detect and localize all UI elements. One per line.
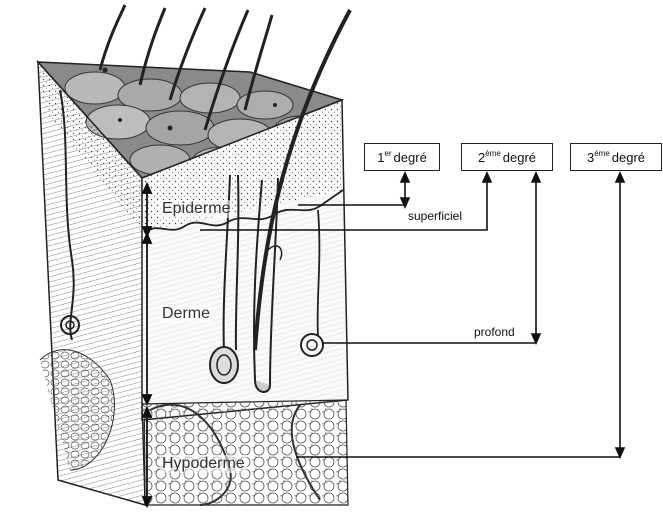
third-degree-suffix: ème xyxy=(594,149,610,158)
dermis-label: Derme xyxy=(160,305,212,323)
epidermis-label: Epiderme xyxy=(160,200,232,218)
third-degree-num: 3 xyxy=(587,150,594,165)
deep-label: profond xyxy=(474,325,515,339)
hypodermis-label: Hypoderme xyxy=(160,455,247,473)
first-degree-num: 1 xyxy=(377,150,384,165)
second-degree-suffix: ème xyxy=(485,149,501,158)
third-degree-word: degré xyxy=(612,150,645,165)
first-degree-word: degré xyxy=(394,150,427,165)
superficial-label: superficiel xyxy=(408,209,462,223)
first-degree-suffix: er xyxy=(384,149,391,158)
second-degree-num: 2 xyxy=(478,150,485,165)
second-degree-word: degré xyxy=(503,150,536,165)
